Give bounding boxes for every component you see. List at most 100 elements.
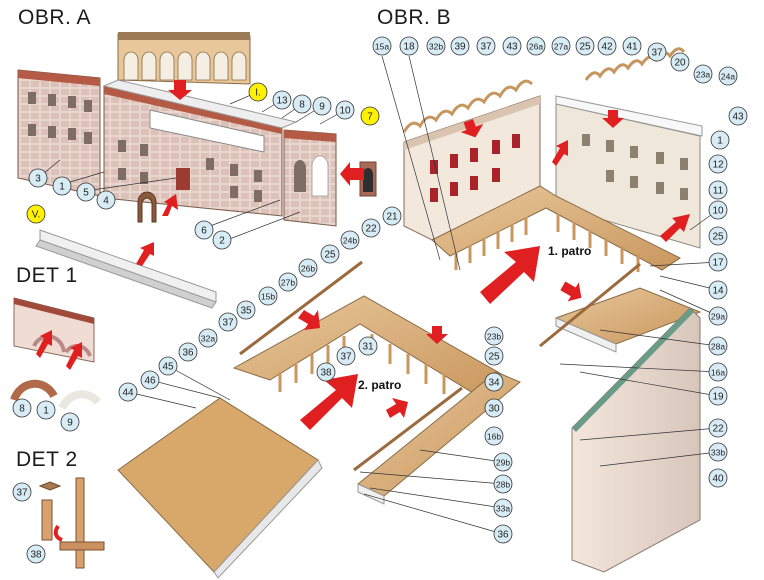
callout-b-36b: 36 xyxy=(493,524,513,544)
det2-artwork xyxy=(38,477,105,569)
callout-b-33a: 33a xyxy=(493,498,513,518)
callout-b-23b: 23b xyxy=(484,326,504,346)
callout-b-40: 40 xyxy=(708,468,728,488)
callout-circle xyxy=(708,306,728,326)
callout-label: 28b xyxy=(496,480,510,490)
callout-a-5: 5 xyxy=(76,182,96,202)
callout-b-28b: 28b xyxy=(493,474,513,494)
callout-circle xyxy=(710,130,730,150)
callout-b-27a: 27a xyxy=(551,36,571,56)
callout-b-29b: 29b xyxy=(493,452,513,472)
portal-part xyxy=(137,191,157,223)
callout-b-25c: 25 xyxy=(320,244,340,264)
callout-b-20: 20 xyxy=(670,52,690,72)
callout-label: 9 xyxy=(319,102,325,113)
callout-circle xyxy=(382,206,402,226)
callout-label: 26a xyxy=(529,42,543,52)
callout-circle xyxy=(140,370,160,390)
callout-circle xyxy=(52,176,72,196)
callout-circle xyxy=(622,36,642,56)
callout-label: 6 xyxy=(201,226,207,237)
callout-circle xyxy=(484,346,504,366)
obr-b-lower xyxy=(117,260,521,579)
railing-lower-right xyxy=(353,386,463,472)
callout-circle xyxy=(493,498,513,518)
callout-label: 37 xyxy=(340,352,352,363)
callout-b-12: 12 xyxy=(708,154,728,174)
callout-circle xyxy=(340,230,360,250)
callout-label: 29a xyxy=(711,312,725,322)
callout-b-24a: 24a xyxy=(718,66,738,86)
callout-a-6: 6 xyxy=(194,220,214,240)
callout-a-3: 3 xyxy=(28,168,48,188)
upper-arcade-left xyxy=(402,79,534,133)
floor-label-2: 2. patro xyxy=(358,378,402,392)
callout-label: 30 xyxy=(488,404,500,415)
callout-circle xyxy=(708,362,728,382)
callout-circle xyxy=(484,326,504,346)
obr-a-arrows xyxy=(136,80,364,266)
callout-circle xyxy=(198,328,218,348)
callout-label: 23a xyxy=(696,70,710,80)
callout-circle xyxy=(708,468,728,488)
callout-label: 24a xyxy=(721,72,735,82)
callout-d2-37: 37 xyxy=(12,482,32,502)
callout-circle xyxy=(728,106,748,126)
callout-circle xyxy=(597,36,617,56)
callout-b-35: 35 xyxy=(236,300,256,320)
callout-label: 22 xyxy=(712,424,724,435)
upper-columns xyxy=(454,214,640,272)
callout-circle xyxy=(158,356,178,376)
callout-label: 37 xyxy=(16,488,28,499)
callout-label: 31 xyxy=(362,342,374,353)
callout-circle xyxy=(693,64,713,84)
callout-label: 21 xyxy=(386,212,398,223)
callout-circle xyxy=(360,106,380,126)
callout-label: 24b xyxy=(343,236,357,246)
callout-circle xyxy=(708,180,728,200)
callout-label: 38 xyxy=(30,550,42,561)
callout-b-34: 34 xyxy=(484,372,504,392)
railing-lower-left xyxy=(239,260,363,356)
arcade-strip-part xyxy=(117,32,251,85)
callout-label: 40 xyxy=(712,474,724,485)
callout-label: 32a xyxy=(201,334,215,344)
callout-circle xyxy=(258,286,278,306)
callout-b-28a: 28a xyxy=(708,336,728,356)
callout-circle xyxy=(493,524,513,544)
callout-b-39: 39 xyxy=(450,36,470,56)
callout-b-43b: 43 xyxy=(728,106,748,126)
callout-label: 14 xyxy=(712,286,724,297)
callout-b-37d: 37 xyxy=(336,346,356,366)
callout-label: 23b xyxy=(487,332,501,342)
main-facade-part xyxy=(102,79,298,217)
upper-arcade-right xyxy=(584,47,686,81)
callout-label: 13 xyxy=(276,96,288,107)
callout-label: 16b xyxy=(487,432,501,442)
callout-label: 9 xyxy=(67,418,73,429)
callout-b-26b: 26b xyxy=(298,258,318,278)
callout-b-22b: 22 xyxy=(708,418,728,438)
callout-circle xyxy=(292,94,312,114)
callout-label: V. xyxy=(32,210,41,221)
callout-circle xyxy=(60,412,80,432)
callout-b-18: 18 xyxy=(399,36,419,56)
callout-a-13: 13 xyxy=(272,90,292,110)
callout-label: 35 xyxy=(240,306,252,317)
callout-a-9: 9 xyxy=(312,96,332,116)
callout-label: 20 xyxy=(674,58,686,69)
left-wall-part xyxy=(17,69,101,197)
floor-label-1: 1. patro xyxy=(548,244,592,258)
callout-b-1: 1 xyxy=(710,130,730,150)
callout-b-41: 41 xyxy=(622,36,642,56)
callout-label: 45 xyxy=(162,362,174,373)
callout-b-16a: 16a xyxy=(708,362,728,382)
callout-label: 33a xyxy=(496,504,510,514)
callout-b-37c: 37 xyxy=(218,312,238,332)
callout-circle xyxy=(361,218,381,238)
heading-obr-a: OBR. A xyxy=(18,6,92,29)
callout-label: 8 xyxy=(299,100,305,111)
callout-b-31: 31 xyxy=(358,336,378,356)
callout-circle xyxy=(320,244,340,264)
callout-b-37a: 37 xyxy=(476,36,496,56)
